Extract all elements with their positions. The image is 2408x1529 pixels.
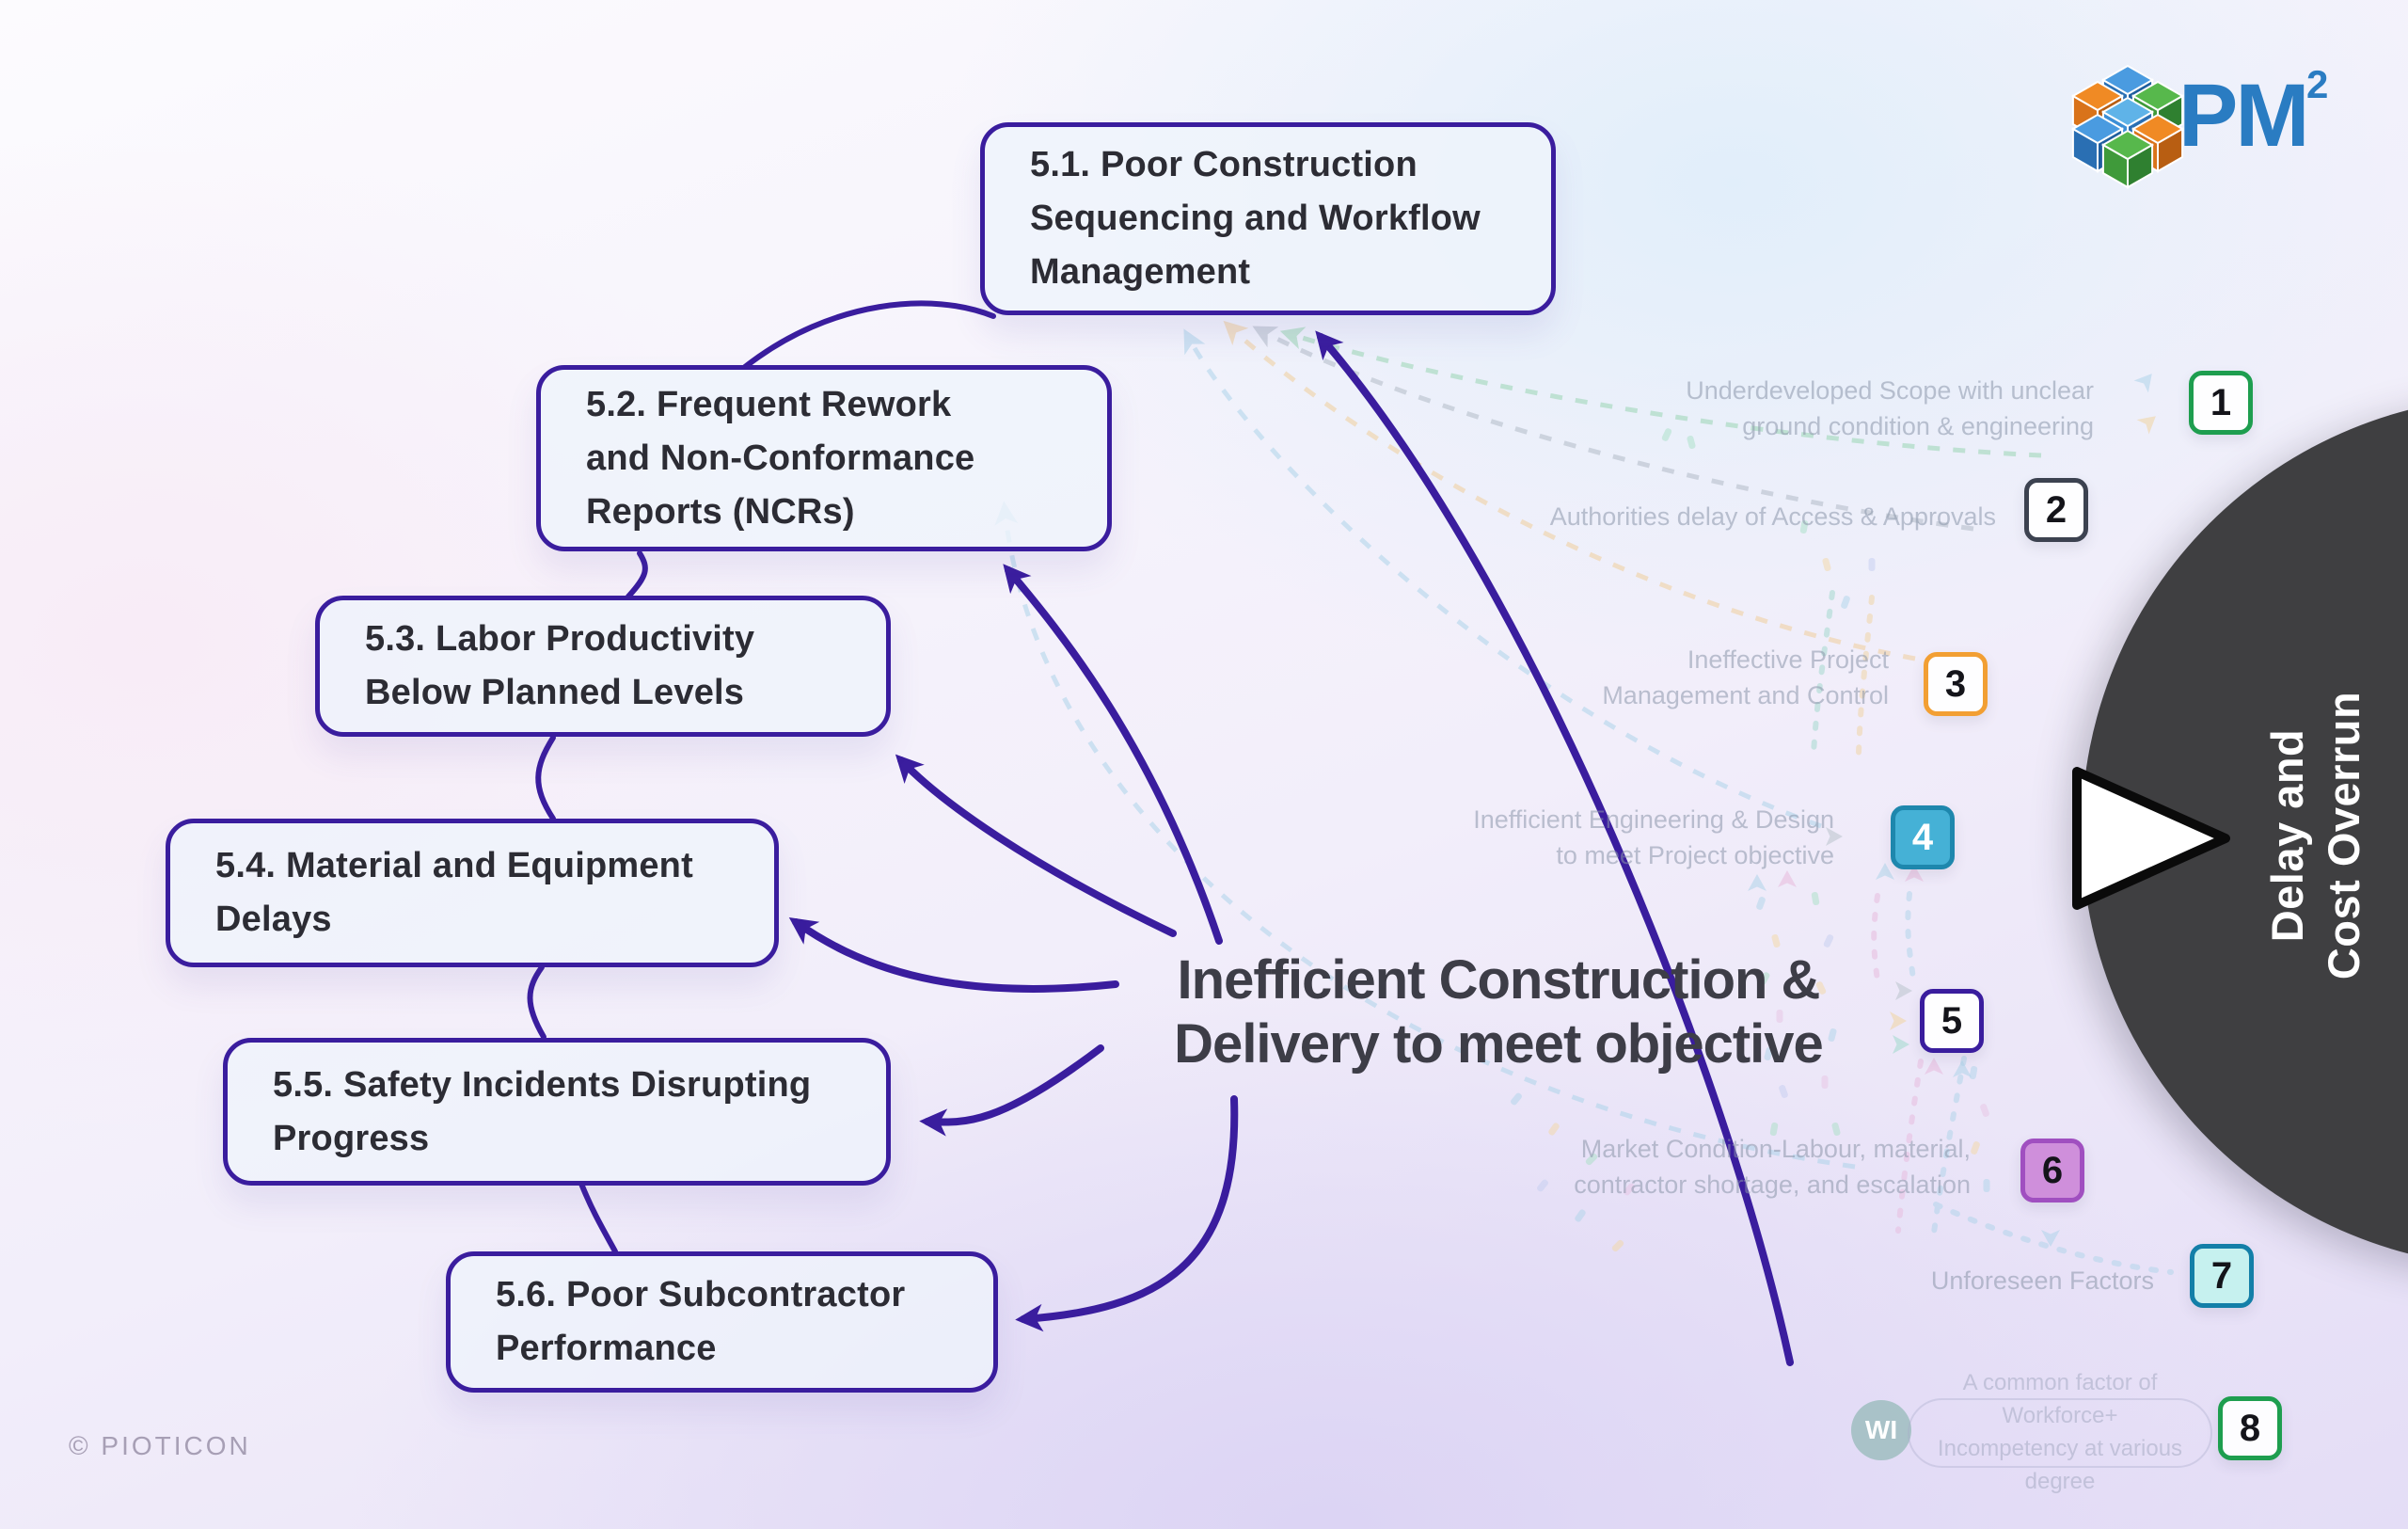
risk-label-3: Ineffective Project Management and Contr… [1602,645,1889,710]
risk-label-7: Unforeseen Factors [1930,1266,2154,1295]
cause-box-5-4: 5.4. Material and Equipment Delays [166,819,779,967]
flow-arrow-to-5-5 [919,1044,1104,1137]
wi-avatar: WI [1851,1400,1911,1460]
risk-badge-1: 1 [2189,371,2253,435]
risk-badge-6: 6 [2020,1139,2084,1202]
mini-arrowheads-decoration [1748,374,2156,1247]
cause-label-5-2: 5.2. Frequent Rework and Non-Conformance… [586,384,975,532]
cause-label-5-3: 5.3. Labor Productivity Below Planned Le… [365,619,755,712]
flow-arrow-to-5-2 [1003,564,1223,945]
flow-arrow-to-5-4 [788,916,1119,993]
dashed-curve-engineering-left [994,501,1856,1170]
dashed-curve-management [1223,320,1916,661]
cause-box-5-6: 5.6. Poor Subcontractor Performance [446,1251,998,1393]
faded-risk-curves [994,320,2042,1170]
risk-badge-5: 5 [1920,989,1984,1053]
risk-label-2: Authorities delay of Access & Approvals [1549,502,1996,531]
risk-badge-8: 8 [2218,1396,2282,1460]
central-problem-line2: Delivery to meet objective [1174,1013,1824,1075]
risk-badge-2: 2 [2024,478,2088,542]
confetti-decoration [1511,428,1990,1252]
cause-label-5-1: 5.1. Poor Construction Sequencing and Wo… [1030,145,1481,292]
cause-chain-connectors [527,300,996,1254]
risk-badge-7: 7 [2190,1244,2254,1308]
dashed-curve-engineering [1183,328,1822,829]
central-problem-line1: Inefficient Construction & [1177,949,1821,1011]
copyright-text: © PIOTICON [69,1431,251,1460]
risk-label-8: A common factor of Workforce+ Incompeten… [1937,1370,2183,1494]
dashed-curve-authorities [1252,326,1974,532]
cause-box-5-1: 5.1. Poor Construction Sequencing and Wo… [980,122,1556,315]
cause-box-5-5: 5.5. Safety Incidents Disrupting Progres… [223,1038,891,1186]
risk-label-4: Inefficient Engineering & Design to meet… [1473,805,1834,870]
play-icon [2072,767,2230,910]
cause-box-5-3: 5.3. Labor Productivity Below Planned Le… [315,596,891,737]
cause-label-5-4: 5.4. Material and Equipment Delays [215,846,693,939]
flow-arrow-to-5-1 [1315,330,1794,1366]
dotted-trails [1811,590,2174,1275]
risk-label-6: Market Condition-Labour, material, contr… [1574,1135,1971,1200]
risk-badge-4: 4 [1891,805,1955,869]
pm2-logo-cube-icon [2070,64,2185,189]
risk-note-pill: A common factor of Workforce+ Incompeten… [1908,1370,2212,1494]
risk-label-1: Underdeveloped Scope with unclear ground… [1686,376,2094,441]
flow-arrows [788,330,1794,1366]
flow-arrow-to-5-3 [895,754,1177,937]
risk-badge-3: 3 [1924,652,1988,716]
cause-label-5-5: 5.5. Safety Incidents Disrupting Progres… [273,1064,812,1158]
pm2-logo-superscript: 2 [2306,62,2329,106]
cause-label-5-6: 5.6. Poor Subcontractor Performance [496,1275,906,1368]
central-problem-label: Inefficient Construction & Delivery to m… [1089,948,1908,1077]
cause-box-5-2: 5.2. Frequent Rework and Non-Conformance… [536,365,1112,551]
flow-arrow-to-5-6 [1015,1095,1239,1332]
pm2-logo-text: PM [2178,66,2309,166]
